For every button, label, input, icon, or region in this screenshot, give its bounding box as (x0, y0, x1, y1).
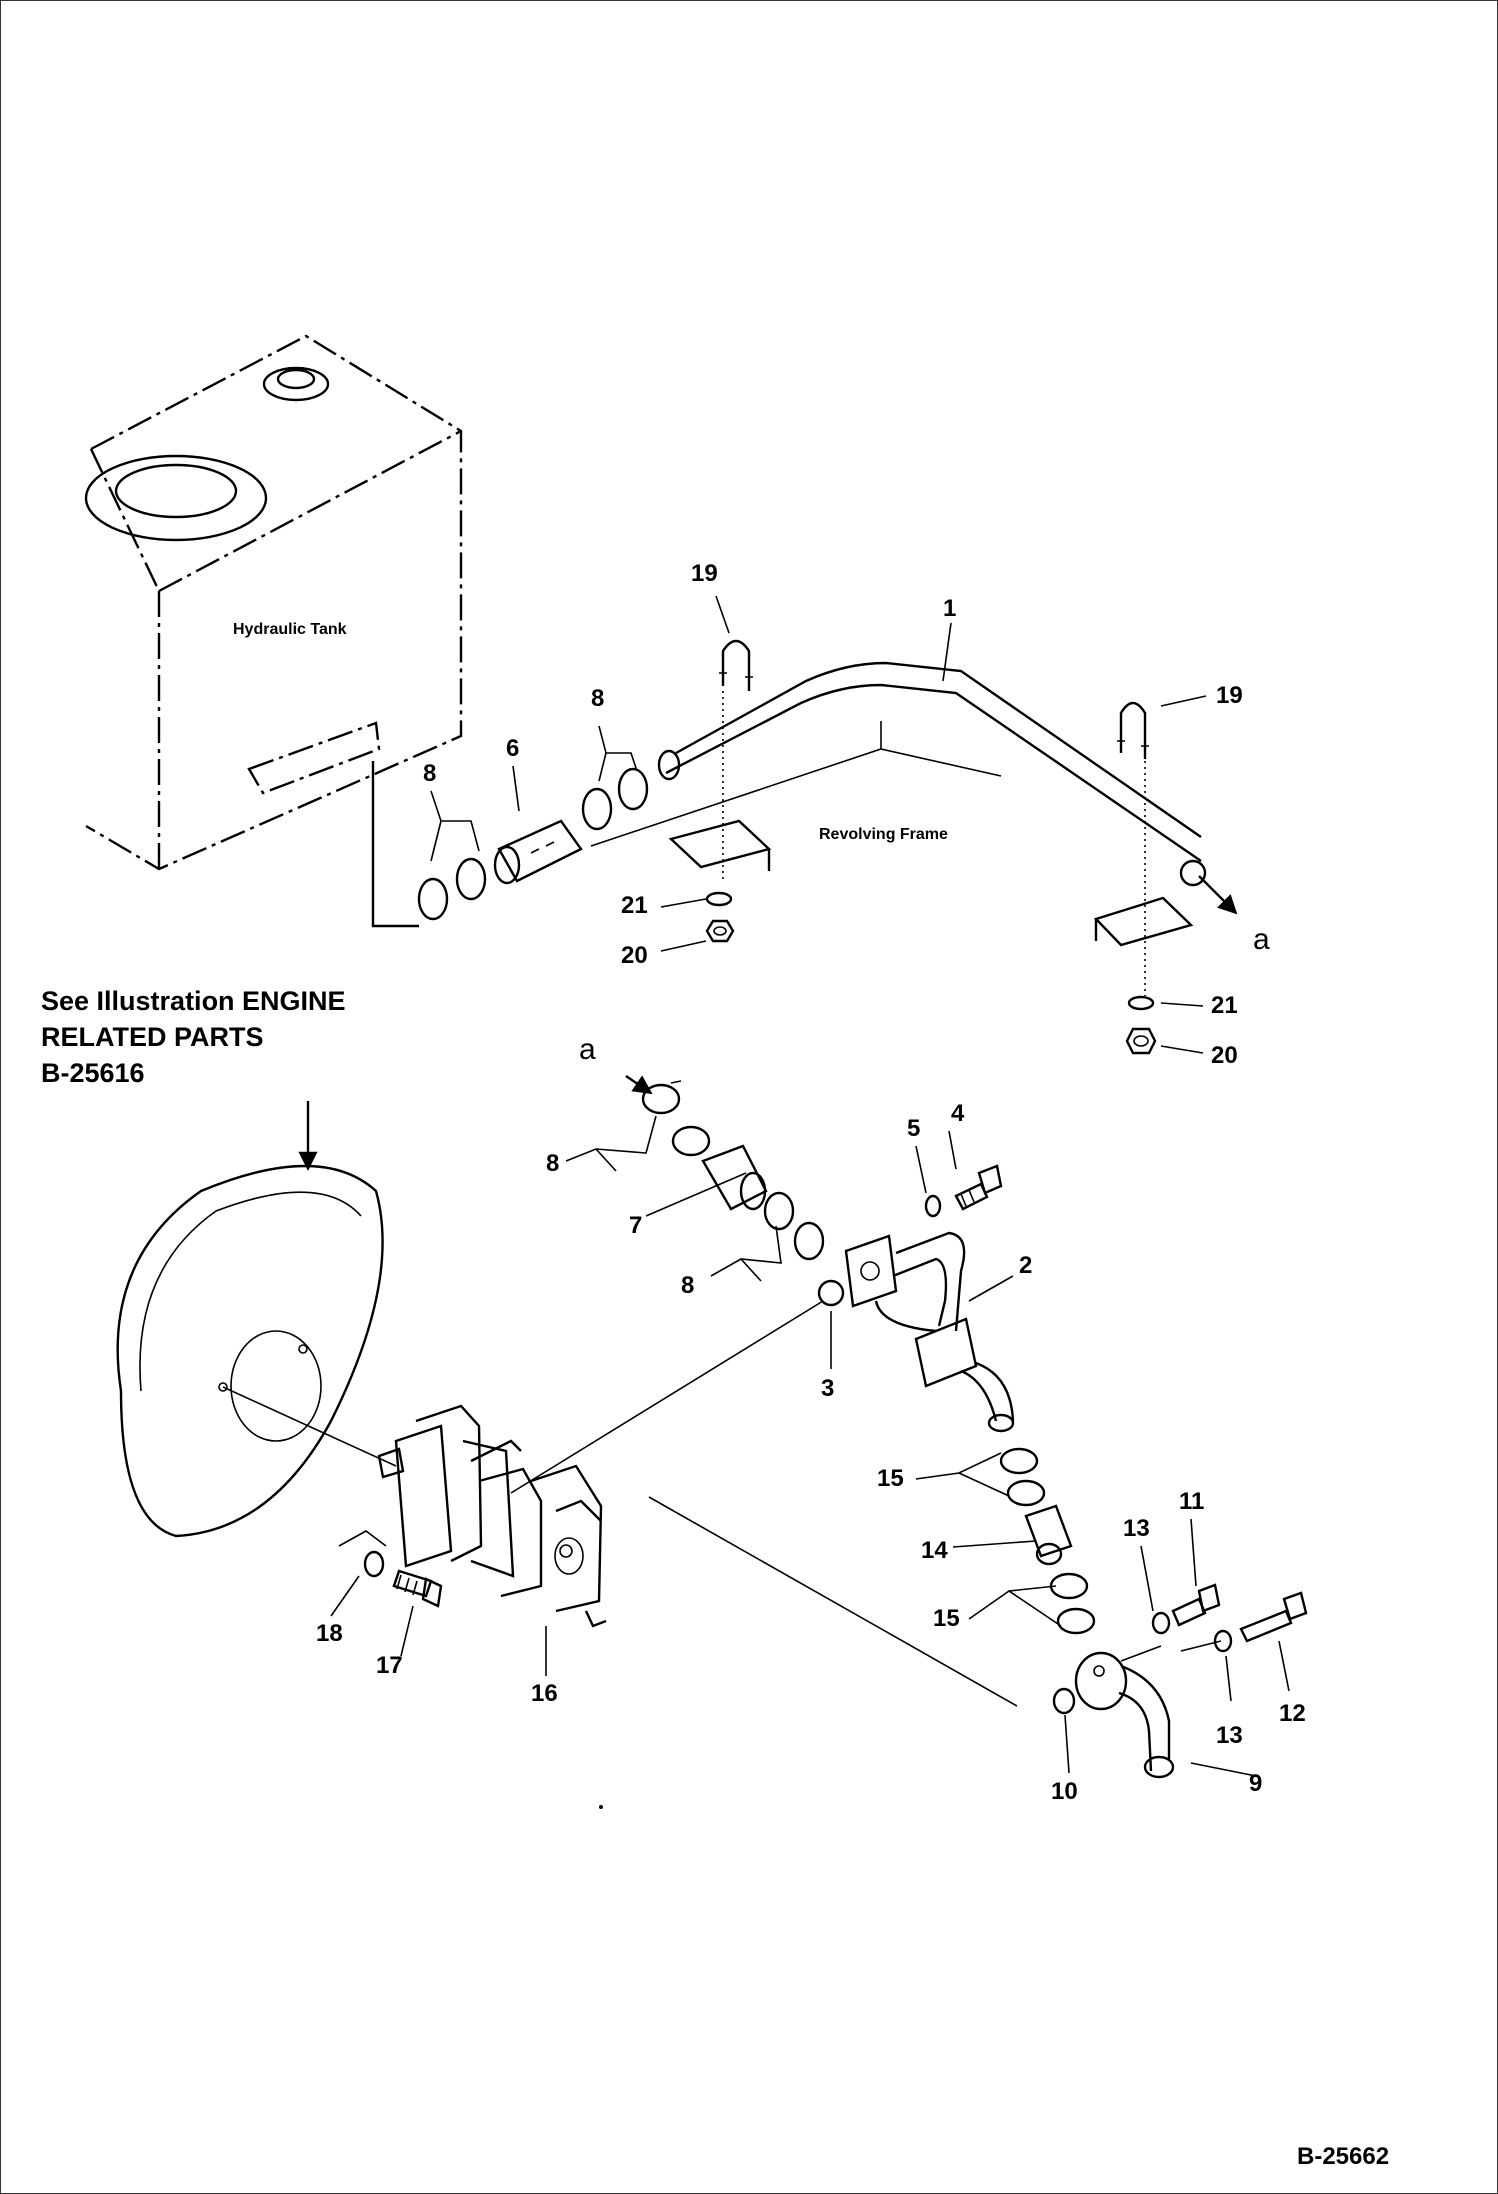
leader-18-17 (338, 1530, 387, 1547)
nut-20-right (1125, 1027, 1157, 1055)
washer-21-left (705, 891, 733, 907)
callout-3: 3 (821, 1375, 834, 1402)
callout-10: 10 (1051, 1778, 1078, 1805)
washer-21-right (1127, 995, 1155, 1011)
bolt-17 (392, 1569, 443, 1608)
callout-19-right: 19 (1216, 682, 1243, 709)
reference-line-1: See Illustration ENGINE (41, 986, 346, 1016)
revolving-frame-label: Revolving Frame (819, 826, 948, 843)
callout-13-right: 13 (1216, 1722, 1243, 1749)
o-ring-3 (817, 1279, 845, 1307)
pipe-1 (657, 661, 1207, 887)
callout-8-upper-left: 8 (423, 760, 436, 787)
callout-8-lower-top: 8 (546, 1150, 559, 1177)
reference-line-2: RELATED PARTS (41, 1022, 264, 1052)
callout-21-right: 21 (1211, 992, 1238, 1019)
callout-20-left: 20 (621, 942, 648, 969)
nut-20-left (705, 919, 735, 943)
elbow-9 (1074, 1651, 1175, 1779)
washer-13-right (1213, 1629, 1233, 1653)
hose-7 (701, 1144, 768, 1211)
callout-20-right: 20 (1211, 1042, 1238, 1069)
callout-13-left: 13 (1123, 1515, 1150, 1542)
callout-leaders (330, 595, 1290, 1777)
callout-8-lower-bottom: 8 (681, 1272, 694, 1299)
u-bolt-19-left (719, 639, 753, 691)
arrow-a-lower-label: a (579, 1033, 596, 1066)
clamps-8-lower-top (641, 1080, 711, 1157)
o-ring-10 (1052, 1687, 1076, 1715)
clamps-8-upper-right (581, 767, 649, 831)
callout-18: 18 (316, 1620, 343, 1647)
revolving-frame (590, 721, 1002, 847)
hose-14 (1024, 1504, 1073, 1566)
tube-2 (844, 1231, 1015, 1433)
callout-11: 11 (1179, 1488, 1204, 1515)
callout-8-upper-right: 8 (591, 685, 604, 712)
callout-4: 4 (951, 1100, 965, 1127)
bolt-11 (1171, 1583, 1221, 1627)
callout-19-left: 19 (691, 560, 718, 587)
callout-6: 6 (506, 735, 519, 762)
callout-2: 2 (1019, 1252, 1032, 1279)
callout-16: 16 (531, 1680, 558, 1707)
leader-pump-to-oring-10 (648, 1496, 1018, 1707)
clamps-15-top (999, 1447, 1046, 1507)
flywheel-housing (116, 1164, 384, 1538)
washer-13-left (1151, 1611, 1171, 1635)
drawing-number: B-25662 (1297, 2143, 1390, 2170)
hydraulic-tank-label: Hydraulic Tank (233, 621, 347, 638)
hydraulic-tank (84, 334, 463, 928)
washer-18 (363, 1550, 385, 1578)
bracket-upper (668, 819, 1194, 947)
bolt-12 (1239, 1591, 1308, 1643)
bolt-4 (954, 1164, 1003, 1211)
u-bolt-19-right (1117, 701, 1149, 759)
leader-pump-to-oring-3 (510, 1300, 824, 1494)
callout-7: 7 (629, 1212, 642, 1239)
clamps-8-upper-left (417, 857, 487, 921)
callout-9: 9 (1249, 1770, 1262, 1797)
callout-21-left: 21 (621, 892, 648, 919)
callout-15-bottom: 15 (933, 1605, 960, 1632)
callout-5: 5 (907, 1115, 920, 1142)
stray-dot (599, 1805, 603, 1809)
clamps-8-lower-bottom (763, 1191, 825, 1261)
gear-pump-16 (377, 1404, 607, 1628)
callout-15-top: 15 (877, 1465, 904, 1492)
hose-6 (493, 819, 583, 885)
callout-1: 1 (943, 595, 956, 622)
callout-12: 12 (1279, 1700, 1306, 1727)
arrow-a-lower (625, 1075, 653, 1095)
callout-14: 14 (921, 1537, 948, 1564)
arrow-a-upper-label: a (1253, 923, 1270, 956)
callout-17: 17 (376, 1652, 403, 1679)
engine-reference-note: See Illustration ENGINE RELATED PARTS B-… (41, 983, 346, 1091)
reference-line-3: B-25616 (41, 1058, 145, 1088)
washer-5 (924, 1194, 942, 1218)
arrow-a-upper (1198, 875, 1238, 915)
